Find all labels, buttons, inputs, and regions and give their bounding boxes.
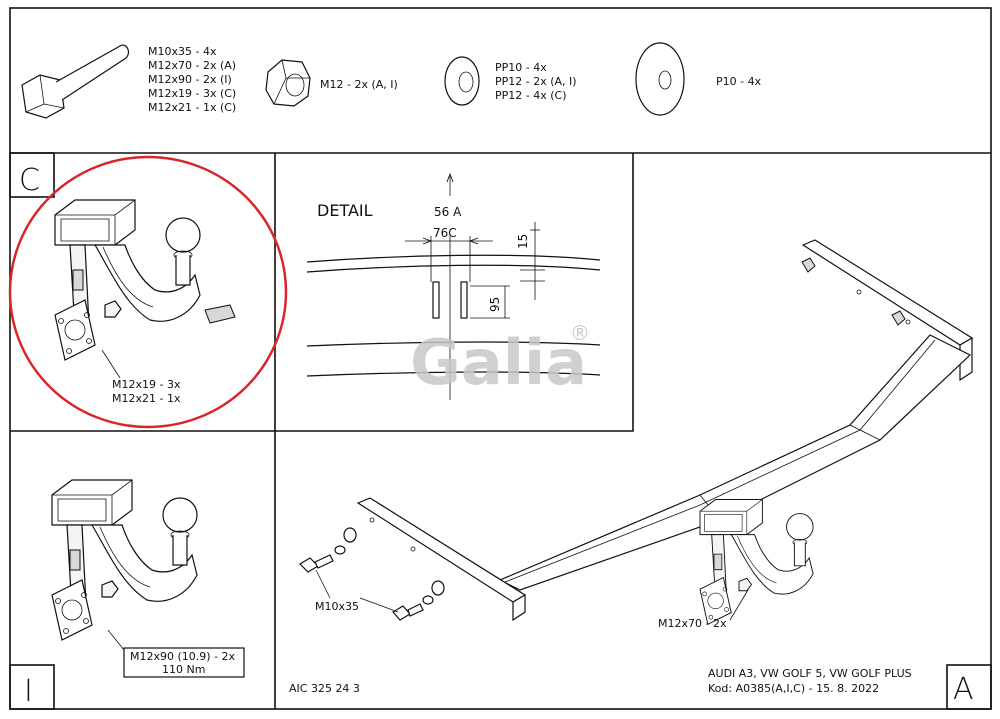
hitch-i-illustration — [51, 479, 198, 641]
detail-load: 56 A — [434, 205, 462, 219]
watermark-mark: ® — [570, 321, 590, 345]
detail-size: 76C — [433, 226, 457, 240]
washer-spec-1: PP10 - 4x — [495, 61, 547, 74]
leader-c — [101, 349, 121, 379]
leader-a-2 — [359, 597, 399, 613]
vehicle-line: AUDI A3, VW GOLF 5, VW GOLF PLUS — [708, 667, 912, 680]
leader-i — [107, 629, 125, 651]
nut-spec: M12 - 2x (A, I) — [320, 78, 398, 91]
panel-a-bolt-label: M10x35 — [315, 600, 359, 613]
panel-c-letter: C — [19, 163, 40, 198]
nut-icon — [265, 59, 311, 107]
panel-c-highlight-circle — [8, 155, 288, 429]
detail-geometry — [306, 222, 601, 400]
bolt-spec-1: M10x35 - 4x — [148, 45, 217, 58]
panel-c-letter-box — [9, 152, 55, 198]
panel-i-letter-box — [9, 664, 55, 710]
washer-spec-3: PP12 - 4x (C) — [495, 89, 567, 102]
washer-icon — [444, 56, 480, 106]
detail-box — [275, 153, 634, 432]
reference-number: AIC 325 24 3 — [289, 682, 360, 695]
panel-i-letter: I — [24, 674, 33, 709]
bolt-spec-5: M12x21 - 1x (C) — [148, 101, 236, 114]
panel-i-spec: M12x90 (10.9) - 2x — [130, 650, 236, 663]
torque-box — [123, 647, 245, 678]
outer-frame — [9, 7, 992, 710]
detail-load-arrow — [446, 172, 454, 196]
detail-title: DETAIL — [317, 201, 373, 220]
panel-a-letter: A — [953, 672, 974, 707]
panel-c-spec-2: M12x21 - 1x — [112, 392, 181, 405]
bolt-spec-2: M12x70 - 2x (A) — [148, 59, 236, 72]
bolt-spec-4: M12x19 - 3x (C) — [148, 87, 236, 100]
bolt-spec-3: M12x90 - 2x (I) — [148, 73, 232, 86]
watermark-logo: Galia — [410, 326, 587, 399]
socket-bracket — [204, 304, 236, 324]
leader-a-3 — [729, 589, 749, 621]
crossbar-illustration — [356, 239, 974, 622]
hitch-a-illustration — [699, 499, 814, 625]
panel-i-torque: 110 Nm — [162, 663, 205, 676]
bolt-set-lower — [392, 580, 445, 621]
hitch-c-illustration — [54, 199, 236, 361]
panel-a-letter-box — [946, 664, 992, 710]
large-washer-icon — [635, 42, 685, 116]
detail-dim-15: 15 — [516, 234, 530, 249]
detail-dim-95: 95 — [488, 297, 502, 312]
bolt-set-upper — [299, 527, 357, 573]
panel-c-spec-1: M12x19 - 3x — [112, 378, 181, 391]
code-line: Kod: A0385(A,I,C) - 15. 8. 2022 — [708, 682, 879, 695]
leader-a-1 — [315, 569, 331, 599]
bolt-icon — [21, 44, 130, 119]
large-washer-spec: P10 - 4x — [716, 75, 762, 88]
washer-spec-2: PP12 - 2x (A, I) — [495, 75, 577, 88]
panel-a-bolt-label-2: M12x70 - 2x — [658, 617, 727, 630]
